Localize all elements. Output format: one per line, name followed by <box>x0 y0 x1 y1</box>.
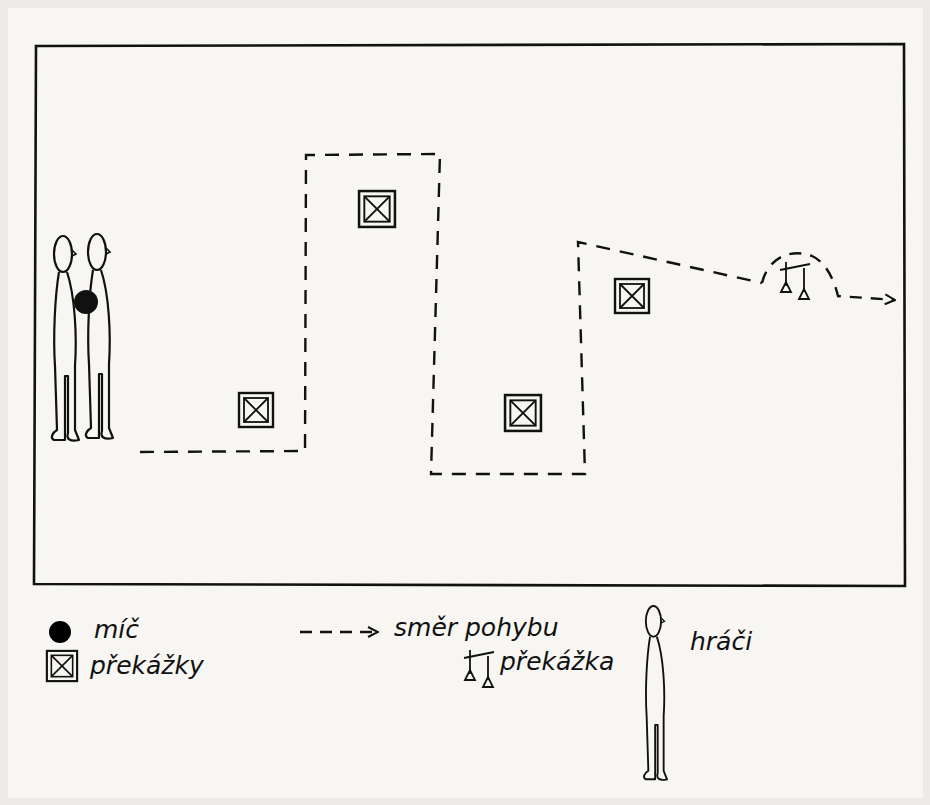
legend-text: směr pohybu <box>394 614 559 642</box>
legend-text: hráči <box>690 628 752 656</box>
player-figure <box>86 234 113 439</box>
ball-swatch <box>49 621 71 643</box>
legend-text: překážka <box>500 648 614 676</box>
legend-hurdle-sample <box>464 650 494 687</box>
legend-text: míč <box>94 616 139 644</box>
legend-arrow-sample <box>300 631 378 633</box>
obstacle-box <box>615 279 649 313</box>
movement-path <box>140 154 762 474</box>
obstacle-box <box>359 191 395 227</box>
player-figure <box>52 236 79 441</box>
obstacle-box <box>505 395 541 431</box>
legend-player-sample <box>644 606 667 780</box>
obstacle-box <box>239 393 273 427</box>
movement-arrow <box>762 253 895 300</box>
legend-obstacle-sample <box>47 651 77 681</box>
legend-text: překážky <box>90 652 204 680</box>
field-outline <box>34 44 905 586</box>
ball <box>74 290 98 314</box>
paper-sheet <box>8 8 923 798</box>
hurdle-obstacle <box>780 262 810 299</box>
